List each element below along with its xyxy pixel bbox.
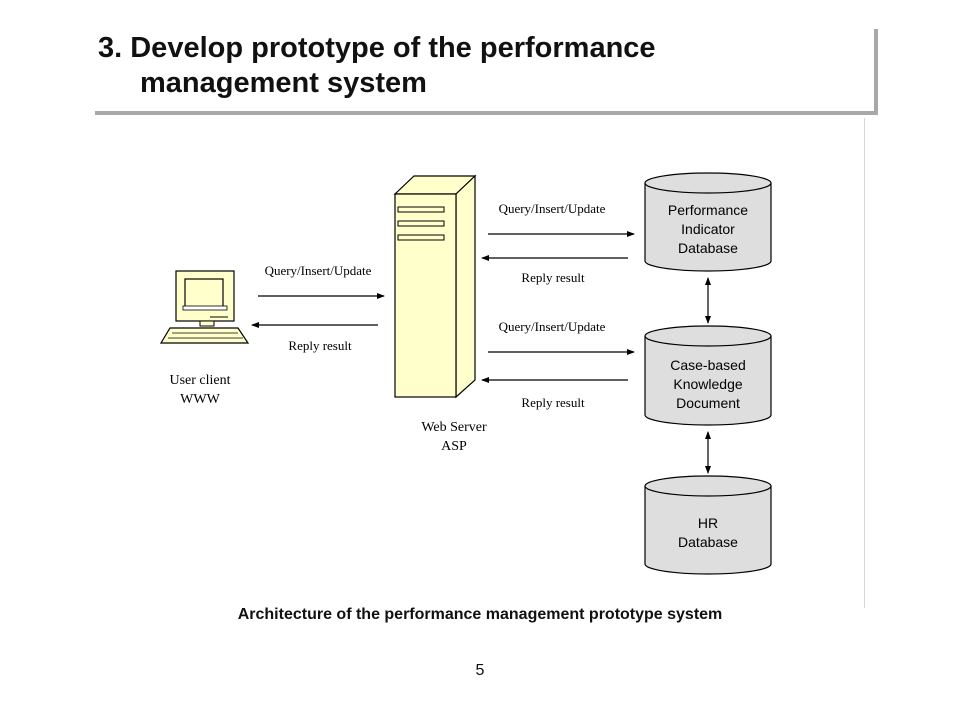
client-server-request-label: Query/Insert/Update	[265, 263, 372, 278]
title-frame: 3. Develop prototype of the performance …	[95, 25, 878, 117]
slide-title: 3. Develop prototype of the performance …	[98, 31, 656, 101]
server-label-line-1: Web Server	[421, 420, 487, 435]
title-border-right	[874, 29, 878, 115]
performance-indicator-database-cylinder	[644, 172, 772, 272]
right-divider	[864, 118, 865, 608]
server-db2-response-label: Reply result	[521, 395, 585, 410]
db1-label-line-2: Indicator	[681, 221, 735, 237]
diagram-caption: Architecture of the performance manageme…	[237, 606, 723, 623]
client-server-response-label: Reply result	[288, 338, 352, 353]
server-db2-request-label: Query/Insert/Update	[499, 319, 606, 334]
hr-database-cylinder	[644, 475, 772, 575]
case-based-knowledge-document-cylinder	[644, 325, 772, 426]
db2-label-line-1: Case-based	[670, 357, 746, 373]
db1-label-line-3: Database	[678, 240, 738, 256]
computer-icon	[159, 270, 250, 344]
slide-title-line-1: 3. Develop prototype of the performance	[98, 32, 656, 64]
client-label-line-2: WWW	[180, 392, 220, 407]
server-db1-response-label: Reply result	[521, 270, 585, 285]
client-label-line-1: User client	[169, 373, 230, 388]
db3-label-line-2: Database	[678, 534, 738, 550]
db2-label-line-2: Knowledge	[673, 376, 742, 392]
server-tower-icon	[393, 174, 477, 399]
slide-title-line-2: management system	[140, 67, 427, 99]
page-number: 5	[475, 662, 485, 679]
db2-label-line-3: Document	[676, 395, 740, 411]
server-label-line-2: ASP	[441, 439, 467, 454]
server-db1-request-label: Query/Insert/Update	[499, 201, 606, 216]
db3-label-line-1: HR	[698, 515, 718, 531]
title-border-bottom	[95, 111, 878, 115]
db1-label-line-1: Performance	[668, 202, 748, 218]
